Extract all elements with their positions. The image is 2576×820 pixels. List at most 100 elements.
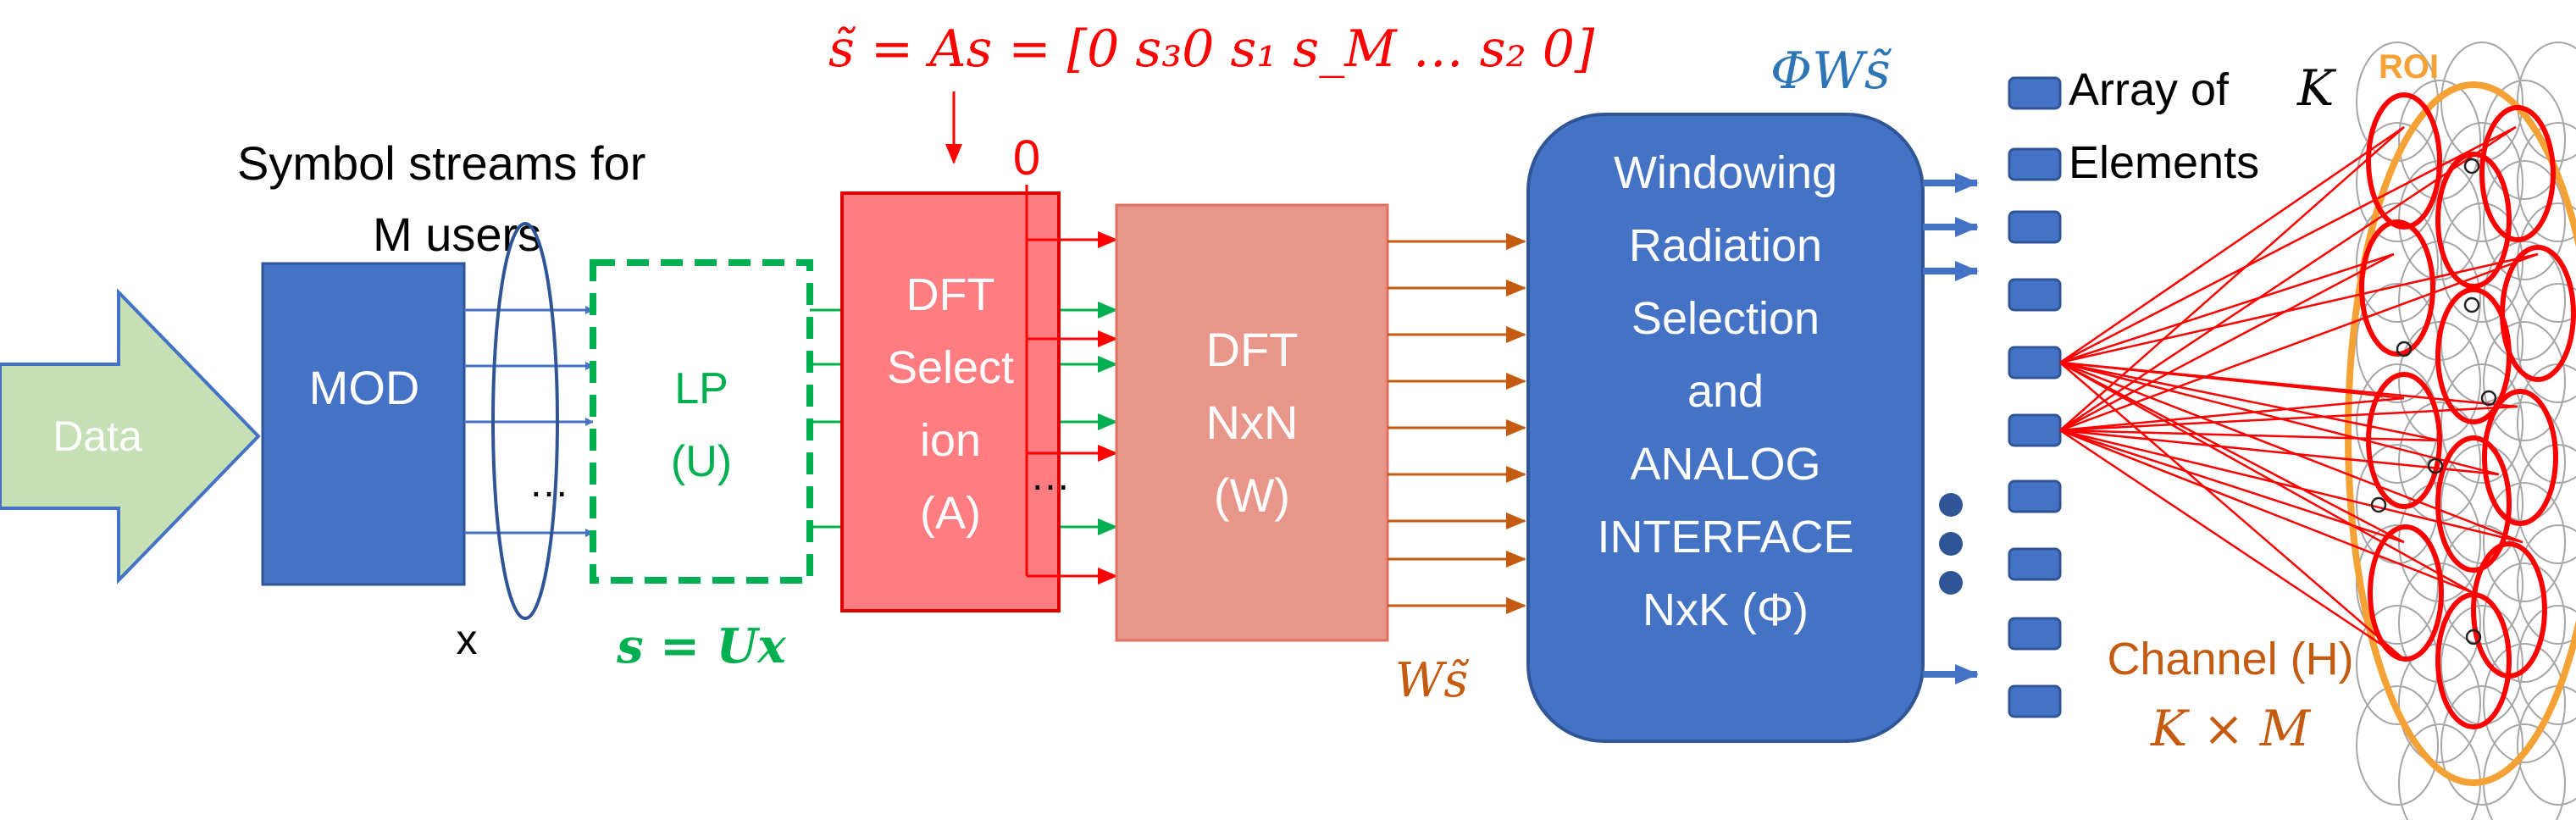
channel-h-label: Channel (H)	[2107, 634, 2353, 684]
mod-label: MOD	[309, 361, 420, 414]
user-marker	[2463, 296, 2480, 313]
element-user-line	[2059, 361, 2523, 544]
dft-nxn-label: NxN	[1206, 396, 1299, 449]
user-marker	[2427, 457, 2444, 474]
dft-label: DFT	[1206, 323, 1299, 376]
element-user-line	[2059, 429, 2500, 476]
lp-block	[590, 259, 813, 584]
beam-footprint	[2483, 241, 2566, 361]
win-label-5: ANALOG	[1630, 439, 1820, 490]
array-element-1	[2008, 76, 2062, 110]
user-marker	[2463, 158, 2480, 175]
win-label-6: INTERFACE	[1597, 512, 1853, 562]
dft-nxn-block	[1115, 203, 1389, 642]
roi-boundary	[2345, 81, 2576, 786]
beam-footprint	[2483, 160, 2566, 280]
user-marker	[2480, 390, 2497, 407]
array-element-5	[2008, 346, 2062, 380]
elements-label: Elements	[2069, 137, 2259, 188]
vertical-ellipsis-dots	[1939, 493, 1963, 595]
symbol-streams-label-line1: Symbol streams for	[237, 136, 645, 190]
beam-footprint	[2517, 524, 2576, 645]
element-user-line	[2059, 361, 2518, 408]
selected-beam	[2435, 152, 2512, 289]
beam-footprint-grid	[2356, 42, 2576, 820]
beam-footprint	[2483, 643, 2566, 763]
data-label: Data	[53, 413, 142, 460]
dft-output-arrows	[1388, 233, 1526, 614]
array-k-label: K	[2296, 59, 2337, 117]
dft-sel-label-2: Select	[887, 342, 1014, 393]
zero-label: 0	[1013, 130, 1040, 186]
selected-beam	[2479, 105, 2556, 242]
dft-w-label: (W)	[1214, 468, 1290, 522]
windowing-interface-block	[1526, 113, 1925, 743]
beam-footprint	[2483, 482, 2566, 602]
selected-beam	[2366, 92, 2442, 230]
beam-footprint	[2483, 321, 2566, 441]
element-user-line	[2059, 429, 2405, 544]
array-element-8	[2008, 547, 2062, 581]
mod-to-lp-arrows	[464, 306, 594, 537]
s-tilde-formula: s̃ = As = [0 s₃0 s₁ s_M … s₂ 0]	[828, 19, 1595, 79]
element-user-line	[2059, 125, 2405, 364]
beam-footprint	[2517, 444, 2576, 564]
win-label-4: and	[1687, 366, 1764, 417]
w-s-tilde-label: Ws̃	[1395, 653, 1470, 708]
win-label-3: Selection	[1631, 293, 1820, 344]
lp-label: LP	[674, 364, 728, 413]
element-user-line	[2059, 252, 2395, 364]
win-label-7: NxK (Φ)	[1643, 585, 1809, 635]
win-label-1: Windowing	[1614, 147, 1837, 198]
selected-beam	[2368, 524, 2444, 662]
channel-dims-label: K × M	[2150, 700, 2312, 757]
user-marker	[2370, 496, 2387, 513]
element-user-line	[2059, 126, 2405, 431]
beam-footprint	[2440, 685, 2523, 806]
element-user-line	[2059, 429, 2407, 662]
beam-footprint	[2440, 363, 2523, 484]
element-user-line	[2059, 429, 2440, 442]
beam-footprint	[2483, 80, 2566, 200]
coverage-region	[2059, 42, 2576, 820]
element-user-line	[2059, 361, 2440, 442]
streams-ellipsis: …	[529, 461, 569, 506]
beam-footprint	[2483, 723, 2566, 820]
array-element-2	[2008, 147, 2062, 181]
zero-injection-lines	[1025, 185, 1118, 585]
user-markers	[2370, 158, 2497, 645]
element-user-line	[2059, 252, 2539, 364]
antenna-array-elements	[2008, 76, 2062, 718]
dft-sel-label-3: ion	[920, 415, 981, 466]
array-of-label: Array of	[2069, 64, 2230, 115]
stream-bundle-ellipse	[491, 222, 559, 620]
element-user-line	[2059, 429, 2474, 595]
selected-beam	[2366, 372, 2442, 509]
windowing-output-arrows	[1923, 173, 1979, 684]
lp-u-label: (U)	[671, 437, 732, 486]
array-element-10	[2008, 684, 2062, 718]
selected-beam	[2471, 541, 2547, 679]
dft-sel-label-1: DFT	[906, 269, 995, 320]
user-marker	[2396, 341, 2413, 357]
element-user-line	[2059, 252, 2539, 432]
beam-footprint	[2483, 562, 2566, 683]
phi-w-s-tilde-label: ΦWs̃	[1770, 42, 1892, 101]
selected-beams	[2359, 92, 2576, 729]
element-user-line	[2059, 429, 2523, 544]
array-element-6	[2008, 413, 2062, 447]
array-element-7	[2008, 479, 2062, 513]
element-user-line	[2059, 396, 2405, 432]
selected-beam	[2359, 219, 2435, 357]
array-element-9	[2008, 617, 2062, 651]
element-user-line	[2059, 405, 2518, 432]
beam-footprint	[2517, 283, 2576, 403]
user-marker	[2465, 629, 2482, 645]
array-element-3	[2008, 210, 2062, 244]
dft-sel-label-4: (A)	[920, 488, 981, 539]
beam-footprint	[2356, 685, 2439, 806]
beam-footprint	[2517, 605, 2576, 725]
data-input-arrow	[0, 288, 261, 585]
beam-footprint	[2440, 202, 2523, 323]
